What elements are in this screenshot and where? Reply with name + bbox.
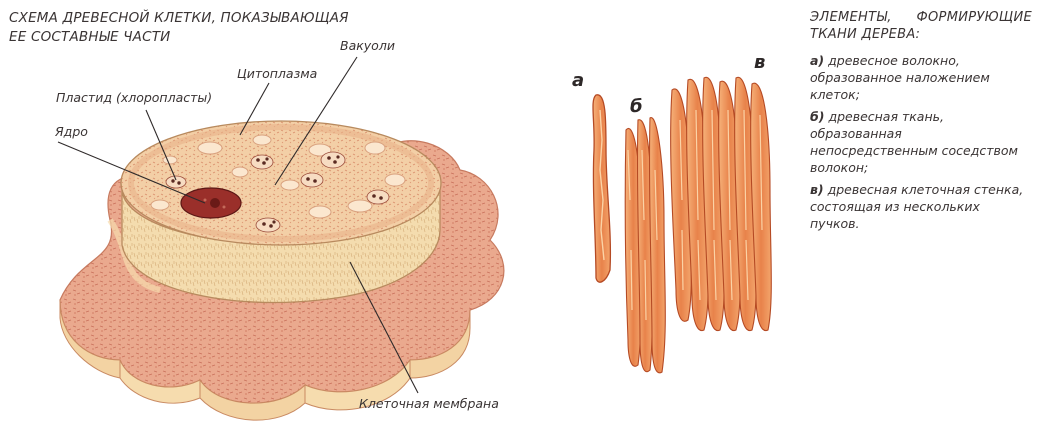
diagram-title-line2: ЕЕ СОСТАВНЫЕ ЧАСТИ (9, 29, 171, 45)
diagram-title: СХЕМА ДРЕВЕСНОЙ КЛЕТКИ, ПОКАЗЫВАЮЩАЯ ЕЕ … (9, 9, 349, 47)
label-cytoplasm: Цитоплазма (237, 66, 318, 81)
label-plastid: Пластид (хлоропласты) (56, 90, 213, 105)
figure-letter-v: в (754, 52, 766, 73)
figure-letter-b: б (630, 96, 643, 117)
label-nucleus: Ядро (55, 124, 88, 139)
plastids (165, 151, 390, 233)
legend-item-b-text: древесная ткань, образованная непосредст… (810, 109, 1018, 175)
fiber-a (592, 94, 612, 283)
fiber-v (670, 76, 772, 332)
figure-letter-a: а (572, 70, 585, 91)
legend-item-v: в) древесная клеточная стенка, состоящая… (810, 181, 1032, 232)
nucleus (180, 187, 242, 219)
legend-item-b: б) древесная ткань, образованная непосре… (810, 108, 1032, 176)
vacuoles (150, 134, 406, 219)
legend-item-a-letter: а) (810, 53, 825, 68)
fiber-b (624, 117, 666, 374)
legend-item-a-text: древесное волокно, образованное наложени… (810, 53, 990, 102)
cytoplasm-disc (120, 120, 442, 246)
legend-title-line1: ЭЛЕМЕНТЫ, ФОРМИРУЮЩИЕ (810, 10, 1032, 25)
label-membrane: Клеточная мембрана (359, 396, 499, 411)
leader-lines (57, 56, 419, 394)
diagram-title-line1: СХЕМА ДРЕВЕСНОЙ КЛЕТКИ, ПОКАЗЫВАЮЩАЯ (9, 10, 349, 26)
legend-item-a: а) древесное волокно, образованное налож… (810, 52, 1032, 103)
legend-title-line2: ТКАНИ ДЕРЕВА: (810, 27, 921, 42)
legend-item-v-letter: в) (810, 182, 824, 197)
legend-item-b-letter: б) (810, 109, 825, 124)
legend: ЭЛЕМЕНТЫ, ФОРМИРУЮЩИЕ ТКАНИ ДЕРЕВА: а) д… (810, 9, 1032, 237)
legend-item-v-text: древесная клеточная стенка, состоящая из… (810, 182, 1024, 231)
label-vacuoles: Вакуоли (340, 38, 395, 53)
